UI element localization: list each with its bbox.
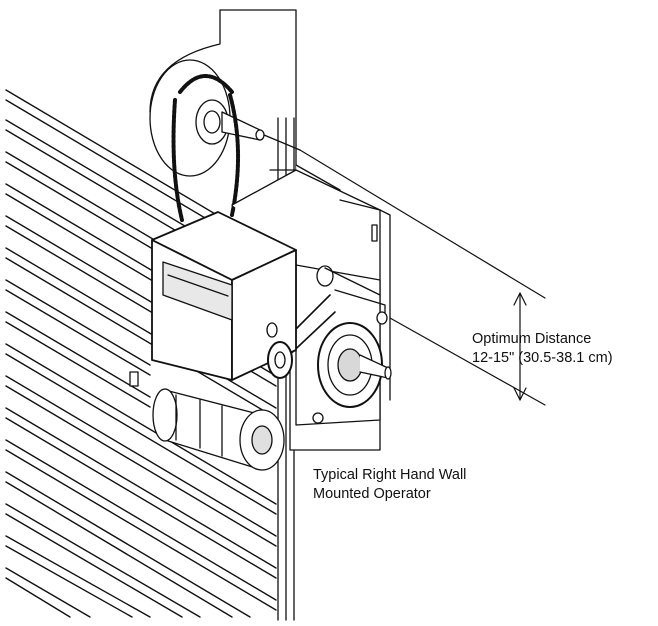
- dimension-leader-lines: [299, 149, 546, 406]
- distance-title: Optimum Distance: [472, 331, 592, 347]
- diagram-caption: Typical Right Hand Wall Mounted Operator: [313, 466, 466, 504]
- optimum-distance-label: Optimum Distance 12-15" (30.5-38.1 cm): [472, 330, 613, 368]
- dimension-arrow: [513, 292, 527, 401]
- gear-reducer: [295, 264, 392, 426]
- drive-chain: [171, 74, 240, 222]
- drive-sprocket: [195, 99, 301, 151]
- control-box: [151, 211, 297, 381]
- output-sprocket: [267, 341, 293, 379]
- distance-value: 12-15" (30.5-38.1 cm): [472, 350, 613, 366]
- caption-line-2: Mounted Operator: [313, 486, 431, 502]
- door-hood: [149, 9, 297, 171]
- caption-line-1: Typical Right Hand Wall: [313, 467, 467, 483]
- motor: [129, 371, 285, 471]
